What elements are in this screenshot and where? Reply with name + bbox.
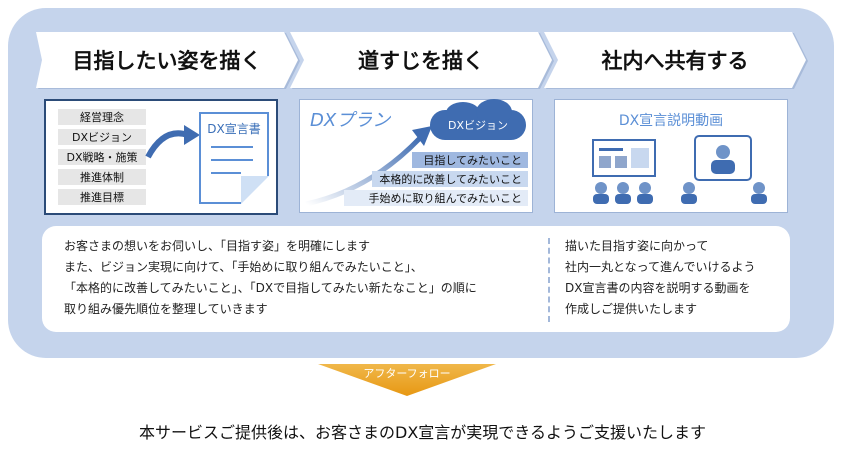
video-title: DX宣言説明動画 xyxy=(618,113,724,129)
after-follow-label: アフターフォロー xyxy=(363,367,451,380)
dashed-divider xyxy=(548,238,550,322)
plan-row-improve: 本格的に改善してみたいこと xyxy=(372,171,528,187)
right-line-2: 社内一丸となって進んでいけるよう xyxy=(565,260,756,274)
right-line-3: DX宣言書の内容を説明する動画を xyxy=(565,281,751,295)
page-fold-icon xyxy=(241,176,269,204)
right-line-1: 描いた目指す姿に向かって xyxy=(565,239,709,253)
curved-arrow-icon xyxy=(145,125,200,159)
plan-title: DXプラン xyxy=(310,110,391,131)
document-icon: DX宣言書 xyxy=(199,112,269,204)
summary-text: 本サービスご提供後は、お客さまのDX宣言が実現できるようご支援いたします xyxy=(139,423,706,442)
step-3-chevron: 社内へ共有する xyxy=(544,32,806,88)
plan-row-goal: 目指してみたいこと xyxy=(412,152,528,168)
video-card: DX宣言説明動画 xyxy=(554,99,788,213)
left-line-4: 取り組み優先順位を整理していきます xyxy=(64,302,268,316)
step-2-label: 道すじを描く xyxy=(358,49,484,73)
plan-row-start: 手始めに取り組んでみたいこと xyxy=(344,190,528,206)
step-2-chevron: 道すじを描く xyxy=(290,32,552,88)
description-box: お客さまの想いをお伺いし、「目指す姿」を明確にします また、ビジョン実現に向けて… xyxy=(42,226,790,332)
step-1-label: 目指したい姿を描く xyxy=(72,49,262,73)
document-line xyxy=(211,172,241,174)
document-line xyxy=(211,146,253,148)
right-line-4: 作成しご提供いたします xyxy=(565,302,698,316)
item-promotion-structure: 推進体制 xyxy=(58,169,146,185)
step-1-chevron: 目指したい姿を描く xyxy=(36,32,298,88)
declaration-card: 経営理念 DXビジョン DX戦略・施策 推進体制 推進目標 DX宣言書 xyxy=(44,99,278,215)
left-line-2: また、ビジョン実現に向けて、「手始めに取り組んでみたいこと」、 xyxy=(64,260,423,274)
right-description: 描いた目指す姿に向かって 社内一丸となって進んでいけるよう DX宣言書の内容を説… xyxy=(565,236,755,320)
growth-arrow-icon xyxy=(305,126,432,207)
item-dx-vision: DXビジョン xyxy=(58,129,146,145)
item-promotion-target: 推進目標 xyxy=(58,189,146,205)
step-3-label: 社内へ共有する xyxy=(601,49,749,73)
left-line-3: 「本格的に改善してみたいこと」、「DXで目指してみたい新たなこと」の順に xyxy=(64,281,477,295)
left-description: お客さまの想いをお伺いし、「目指す姿」を明確にします また、ビジョン実現に向けて… xyxy=(64,236,477,320)
document-line xyxy=(211,159,253,161)
vision-cloud-icon: DXビジョン xyxy=(430,99,526,140)
cloud-label: DXビジョン xyxy=(447,119,508,132)
left-line-1: お客さまの想いをお伺いし、「目指す姿」を明確にします xyxy=(64,239,371,253)
presentation-scene-icon xyxy=(592,135,767,204)
item-dx-strategy: DX戦略・施策 xyxy=(58,149,146,165)
document-title: DX宣言書 xyxy=(207,122,261,136)
dx-plan-card: DXプラン DXビジョン 目指してみたいこと 本格的に改善してみたいこと 手始め… xyxy=(299,99,533,213)
item-management-philosophy: 経営理念 xyxy=(58,109,146,125)
